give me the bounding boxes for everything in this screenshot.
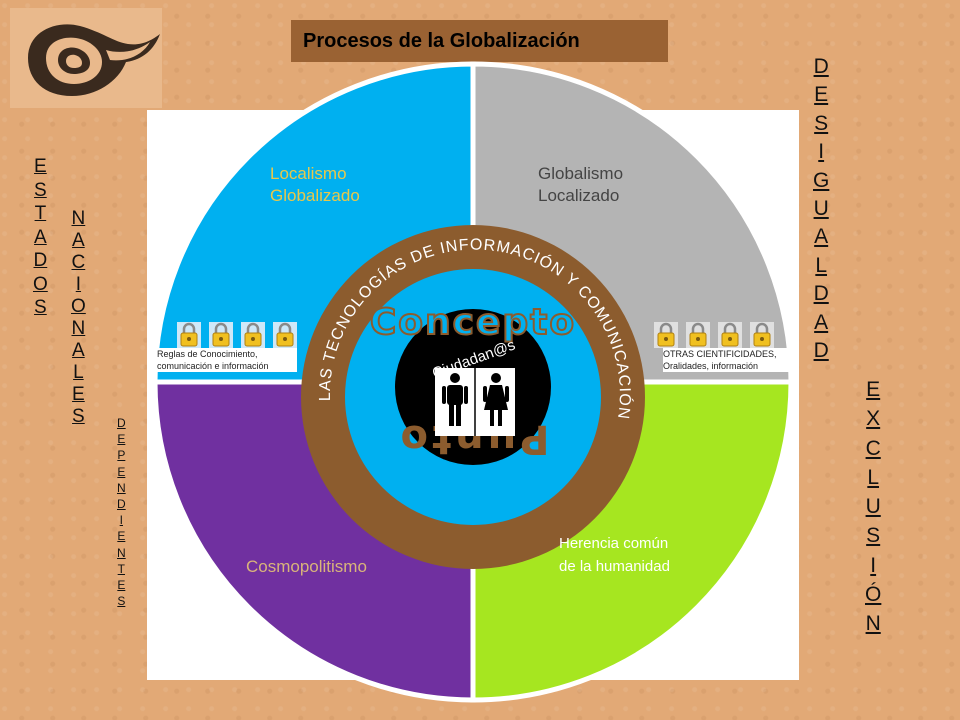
logo (10, 8, 162, 108)
page-title: Procesos de la Globalización (291, 20, 668, 62)
right-lock-row (654, 322, 774, 350)
people-icons (435, 368, 515, 436)
letter: L (73, 362, 84, 383)
letter: A (814, 310, 829, 334)
letter: N (71, 318, 86, 339)
letter: O (33, 273, 48, 295)
letter: T (117, 561, 125, 576)
letter: D (813, 55, 829, 78)
letter: E (117, 578, 126, 593)
globalization-diagram: LAS TECNOLOGÍAS DE INFORMACIÓN Y COMUNIC… (152, 61, 794, 703)
letter: T (34, 203, 47, 224)
letter: G (813, 168, 830, 192)
lock-icon (209, 322, 233, 348)
quadrant-label-bottom-right: Herencia común de la humanidad (559, 535, 670, 575)
letter: A (72, 340, 85, 361)
letter: E (117, 432, 126, 447)
letter: S (34, 297, 47, 318)
letter: X (866, 407, 881, 431)
letter: L (867, 465, 880, 489)
letter: E (34, 156, 47, 177)
letter: I (870, 553, 877, 577)
letter: U (813, 197, 829, 221)
quadrant-label-top-left: Localismo Globalizado (270, 164, 360, 205)
letter: P (117, 448, 126, 463)
letter: D (117, 497, 126, 512)
letter: Ó (865, 583, 882, 607)
left-lock-row (177, 322, 297, 350)
lock-icon (750, 322, 774, 348)
lock-icon (686, 322, 710, 348)
letter: D (813, 339, 829, 363)
letter: E (117, 529, 126, 544)
letter: N (865, 612, 881, 636)
letter: E (117, 464, 126, 479)
inner-top-text: Concepto (370, 302, 576, 343)
lock-icon (273, 322, 297, 348)
letter: D (117, 416, 126, 430)
woman-icon (483, 373, 509, 426)
letter: S (814, 111, 829, 135)
letter: L (815, 253, 828, 277)
letter: D (813, 282, 829, 306)
left-note: Reglas de Conocimiento, comunicación e i… (157, 348, 297, 372)
letter: E (72, 384, 85, 405)
letter: A (72, 230, 85, 251)
quadrant-label-top-right: Globalismo Localizado (538, 164, 624, 205)
letter: O (71, 296, 86, 317)
letter: I (119, 513, 123, 528)
lock-icon (718, 322, 742, 348)
quadrant-label-bottom-left: Cosmopolitismo (246, 557, 367, 576)
letter: S (117, 594, 126, 609)
letter: N (71, 208, 86, 229)
letter: D (33, 250, 48, 271)
letter: E (814, 83, 829, 107)
lock-icon (241, 322, 265, 348)
letter: I (75, 274, 82, 295)
letter: A (34, 226, 47, 248)
letter: E (866, 378, 881, 401)
letter: N (117, 480, 126, 495)
letter: A (814, 225, 829, 249)
man-icon (442, 373, 468, 426)
letter: I (818, 140, 825, 164)
letter: C (865, 436, 881, 460)
letter: S (34, 179, 47, 201)
lock-icon (654, 322, 678, 348)
letter: S (72, 406, 85, 427)
letter: S (866, 524, 881, 548)
right-note: OTRAS CIENTIFICIDADES, Oralidades, infor… (663, 348, 795, 372)
letter: U (865, 495, 881, 519)
lock-icon (177, 322, 201, 348)
letter: N (117, 545, 126, 560)
spiral-logo-icon (28, 24, 160, 96)
letter: C (71, 252, 86, 273)
